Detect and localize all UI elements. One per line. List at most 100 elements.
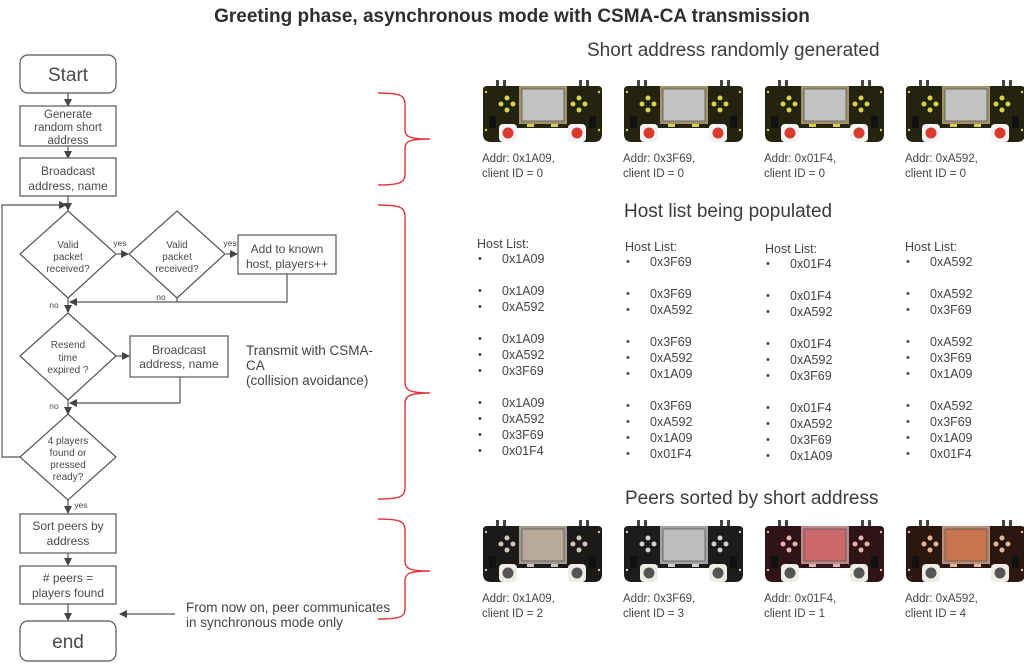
no-label: no [49, 300, 59, 310]
host-list-group: 0x01F40xA592 [765, 288, 832, 320]
host-list-item: 0x3F69 [765, 368, 832, 384]
decision2-line: packet [162, 252, 192, 263]
broadcast-line: Broadcast [41, 164, 96, 178]
host-list-group: 0xA5920x3F690x1A090x01F4 [905, 398, 972, 462]
host-list-group: 0x3F690xA5920x1A09 [625, 334, 692, 382]
host-list-item: 0xA592 [625, 350, 692, 366]
decision1-line: received? [46, 264, 90, 275]
decision3-line: Resend [51, 340, 85, 351]
broadcast2-line: address, name [139, 357, 219, 371]
start-label: Start [48, 65, 89, 86]
host-list-group: 0x01F40xA5920x3F69 [765, 336, 832, 384]
end-node [19, 620, 117, 662]
host-list-group: 0x3F690xA592 [625, 286, 692, 318]
host-list-item: 0x3F69 [625, 334, 692, 350]
host-list-item: 0x3F69 [625, 254, 692, 270]
decision1-line: Valid [57, 240, 79, 251]
device-caption: Addr: 0x3F69, client ID = 0 [623, 152, 695, 182]
device-caption: Addr: 0x1A09, client ID = 0 [482, 152, 555, 182]
device-address: Addr: 0x1A09, [482, 593, 555, 605]
host-list-group: 0xA5920x3F690x1A09 [905, 334, 972, 382]
host-list-item: 0xA592 [765, 304, 832, 320]
game-device [481, 520, 604, 588]
decision4-line: found or [50, 448, 87, 459]
yes-label: yes [113, 238, 126, 248]
game-device [763, 80, 886, 148]
host-list-item: 0x1A09 [477, 283, 544, 299]
host-list-item: 0x1A09 [477, 395, 544, 411]
host-list-group: 0xA5920x3F69 [905, 286, 972, 318]
decision2-line: Valid [166, 240, 188, 251]
section-hostlist: Host list being populated [624, 201, 833, 222]
host-list-header: Host List: [625, 240, 678, 254]
host-list-item: 0x1A09 [625, 366, 692, 382]
host-list-item: 0x1A09 [905, 366, 972, 382]
host-list-header: Host List: [905, 240, 958, 254]
device-address: Addr: 0xA592, [905, 593, 978, 605]
host-list-item: 0x3F69 [765, 432, 832, 448]
device-caption: Addr: 0x01F4,client ID = 1 [764, 592, 836, 622]
device-address: Addr: 0x1A09, [482, 153, 555, 165]
host-list-item: 0x01F4 [765, 256, 832, 272]
host-list-item: 0xA592 [625, 302, 692, 318]
diagram-title: Greeting phase, asynchronous mode with C… [214, 6, 810, 27]
host-list-group: 0x1A090xA5920x3F690x01F4 [477, 395, 544, 459]
device-client-id: client ID = 0 [482, 168, 544, 180]
device-caption: Addr: 0x01F4, client ID = 0 [764, 152, 836, 182]
decision3-line: time [59, 353, 78, 364]
device-client-id: client ID = 3 [623, 608, 685, 620]
valid-packet-decision-2 [128, 210, 226, 299]
device-client-id: client ID = 0 [764, 168, 826, 180]
host-list: Host List:0x1A090x1A090xA5920x1A090xA592… [477, 237, 544, 475]
device-client-id: client ID = 0 [905, 168, 967, 180]
host-list-group: 0x3F69 [625, 254, 692, 270]
section-random: Short address randomly generated [587, 40, 880, 61]
note-line: (collision avoidance) [246, 373, 369, 388]
host-list-group: 0xA592 [905, 254, 972, 270]
device-caption: Addr: 0xA592, client ID = 4 [905, 592, 978, 622]
device-client-id: client ID = 0 [623, 168, 685, 180]
note-line: From now on, peer communicates [186, 600, 391, 615]
sync-note: From now on, peer communicates in synchr… [186, 600, 390, 630]
device-address: Addr: 0xA592, [905, 153, 978, 165]
host-list-item: 0x01F4 [765, 400, 832, 416]
host-list-group: 0x01F40xA5920x3F690x1A09 [765, 400, 832, 464]
note-line: in synchronous mode only [186, 615, 343, 630]
decision4-line: 4 players [48, 436, 89, 447]
note-line: Transmit with CSMA- [246, 343, 374, 358]
start-node [19, 54, 117, 94]
decision4-line: ready? [53, 472, 84, 483]
device-address: Addr: 0x3F69, [623, 593, 696, 605]
brace-sorted [377, 518, 431, 620]
host-list-item: 0xA592 [625, 414, 692, 430]
decision1-line: packet [53, 252, 83, 263]
csma-note: Transmit with CSMA- CA (collision avoida… [246, 343, 373, 388]
host-list-item: 0xA592 [905, 254, 972, 270]
device-address: Addr: 0x3F69, [623, 153, 696, 165]
host-list-item: 0xA592 [765, 352, 832, 368]
host-list-item: 0x3F69 [625, 286, 692, 302]
device-address: Addr: 0x01F4, [764, 153, 837, 165]
host-list-group: 0x1A09 [477, 251, 544, 267]
yes-label: yes [223, 238, 236, 248]
host-list-header: Host List: [477, 237, 530, 251]
device-client-id: client ID = 4 [905, 608, 967, 620]
device-caption: Addr: 0xA592, client ID = 0 [905, 152, 978, 182]
peers-line: players found [32, 586, 104, 600]
section-sorted: Peers sorted by short address [625, 488, 879, 509]
host-list-item: 0x3F69 [477, 427, 544, 443]
host-list-item: 0xA592 [905, 398, 972, 414]
host-list-item: 0x01F4 [477, 443, 544, 459]
broadcast-csma-box [129, 335, 229, 378]
yes-label: yes [74, 500, 87, 510]
host-list-item: 0xA592 [477, 299, 544, 315]
generate-address-box [19, 105, 117, 147]
game-device [904, 80, 1024, 148]
broadcast-line: address, name [28, 179, 108, 193]
game-device [622, 80, 745, 148]
no-label: no [49, 401, 59, 411]
resend-time-decision [19, 312, 117, 401]
end-label: end [52, 632, 84, 653]
sort-peers-box [19, 513, 117, 554]
game-device [622, 520, 745, 588]
